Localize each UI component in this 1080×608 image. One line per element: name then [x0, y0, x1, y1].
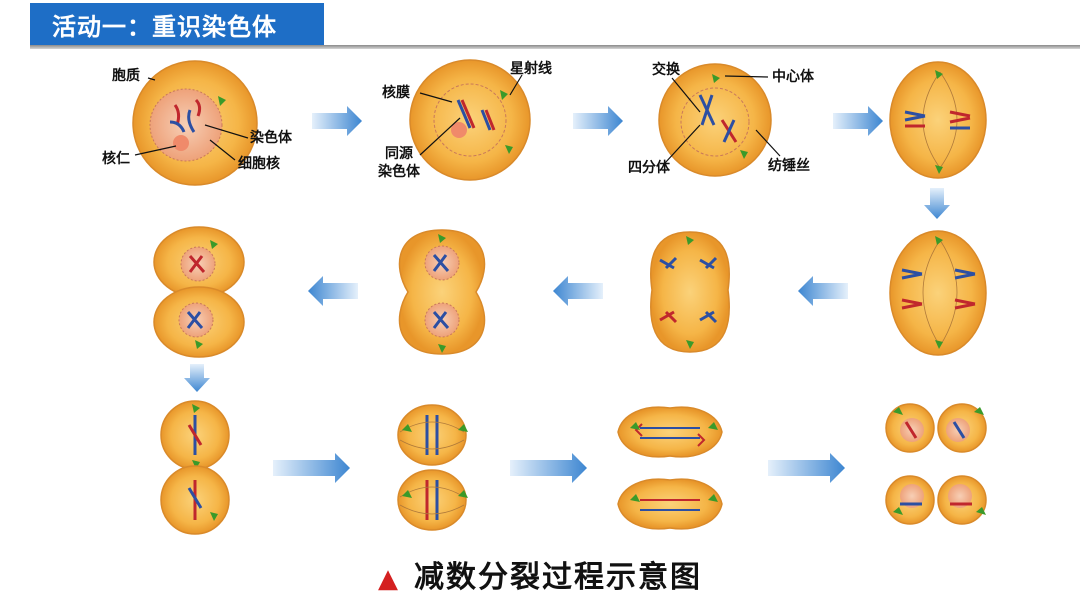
cell-stage-6 [650, 231, 730, 353]
cell-stage-11 [617, 406, 723, 530]
label-cytoplasm: 胞质 [111, 67, 140, 84]
arrow-down-2 [184, 364, 210, 392]
cell-stage-5 [889, 230, 987, 356]
label-centrosome: 中心体 [772, 68, 815, 85]
label-nuclear-membrane: 核膜 [382, 84, 410, 101]
label-nucleus: 细胞核 [238, 155, 280, 172]
cell-stage-1 [132, 60, 258, 186]
label-tetrad: 四分体 [628, 159, 671, 176]
cell-stage-3 [658, 63, 772, 177]
label-homologous-line1: 同源 [385, 145, 413, 162]
section-title: 活动一：重识染色体 [30, 3, 324, 45]
label-crossover: 交换 [652, 61, 681, 78]
arrow-left-1 [798, 276, 848, 306]
caption-text: 减数分裂过程示意图 [414, 560, 702, 595]
arrow-right-1 [312, 106, 362, 136]
label-nucleolus: 核仁 [102, 150, 130, 167]
arrow-left-2 [553, 276, 603, 306]
cell-stage-10 [397, 404, 468, 531]
cell-stage-7 [398, 229, 486, 355]
arrow-right-6 [768, 453, 845, 483]
cell-stage-4 [889, 61, 987, 179]
cell-stage-2 [409, 59, 531, 181]
title-underline [30, 45, 1080, 49]
label-homologous-line2: 染色体 [378, 163, 421, 180]
arrow-right-2 [573, 106, 623, 136]
caption-marker-icon: ▲ [378, 564, 400, 594]
label-chromosome: 染色体 [250, 129, 293, 146]
arrow-right-5 [510, 453, 587, 483]
arrow-right-4 [273, 453, 350, 483]
label-aster: 星射线 [510, 60, 552, 77]
cell-stage-8 [153, 226, 245, 358]
cell-stage-9 [160, 400, 230, 535]
label-spindle: 纺锤丝 [768, 157, 810, 174]
figure-caption: ▲ 减数分裂过程示意图 [0, 552, 1080, 596]
arrow-right-3 [833, 106, 883, 136]
cell-stage-12 [885, 403, 987, 525]
arrow-left-3 [308, 276, 358, 306]
arrow-down-1 [924, 188, 950, 219]
